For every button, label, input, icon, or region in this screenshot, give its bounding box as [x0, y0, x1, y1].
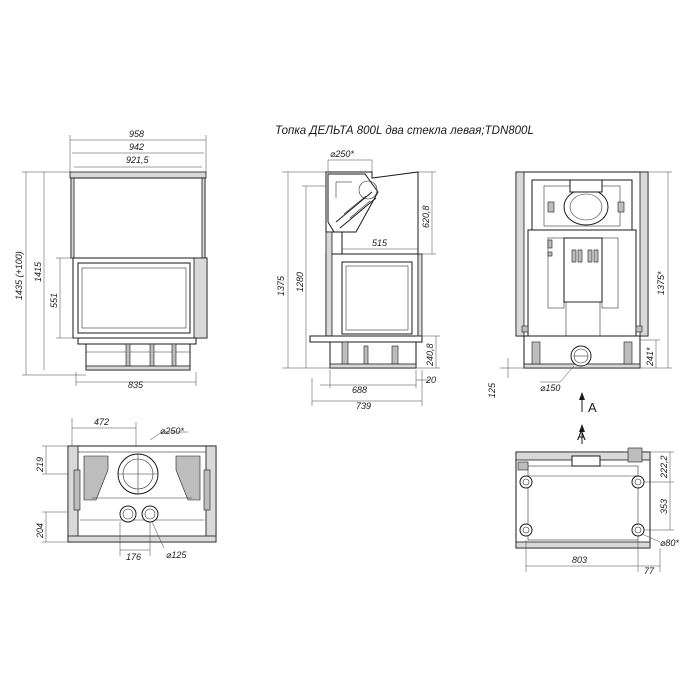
bottom-foot-diameter: ⌀80*: [660, 538, 679, 548]
back-left-rail: [515, 171, 525, 337]
side-glass-frame: [341, 261, 413, 335]
back-right-rail: [639, 171, 649, 337]
back-center-panel: [563, 237, 603, 303]
back-view: ⌀150 1375* 241* 125 A: [487, 171, 672, 415]
top-flue-diameter: ⌀250*: [160, 426, 184, 436]
side-view: ⌀250* 620,8 515: [276, 149, 440, 411]
side-front-edge: [417, 253, 423, 339]
back-height: 1375*: [656, 271, 666, 295]
top-arrow-label: A: [577, 428, 586, 443]
front-base-plate: [77, 337, 197, 345]
side-flue-diameter: ⌀250*: [330, 149, 354, 159]
bottom-foot-2: [631, 475, 645, 489]
front-height-total: 1435 (+100): [14, 251, 24, 300]
front-hood-top: [69, 171, 207, 179]
top-pipe-diameter: ⌀125: [166, 550, 187, 560]
back-intake-diameter: ⌀150: [540, 383, 560, 393]
top-pipe-right: [141, 505, 159, 523]
front-width-inner: 921,5: [126, 155, 150, 165]
front-glass-frame: [77, 262, 191, 334]
bottom-height-b: 353: [659, 499, 669, 514]
top-arrow-up-icon: [579, 424, 585, 432]
back-bottom-offset: 125: [487, 382, 497, 398]
side-glass: [345, 265, 409, 331]
bottom-foot-3: [519, 523, 533, 537]
front-hood-right-edge: [201, 177, 206, 259]
front-base-bottom: [85, 365, 191, 371]
back-leg: 241*: [645, 347, 655, 367]
side-height-body: 1280: [295, 272, 305, 292]
front-hood-left-edge: [70, 177, 75, 259]
side-damper: [358, 180, 378, 200]
bottom-width: 803: [572, 555, 587, 565]
bottom-view: 222,2 353 ⌀80* 803 77: [515, 447, 679, 576]
front-side-panel: [193, 257, 208, 339]
side-back-wall: [325, 231, 333, 339]
top-depth-back: 204: [35, 523, 45, 539]
back-arrow-up-icon: [579, 392, 585, 400]
side-depth-total: 739: [356, 401, 371, 411]
side-glass-depth: 515: [372, 238, 388, 248]
front-hood: [70, 177, 206, 259]
top-pipe-spacing: 176: [126, 552, 141, 562]
top-view: 472 ⌀250* 219 204: [35, 417, 586, 562]
front-width-dimensions: 958 942 921,5: [69, 129, 207, 172]
drawing-title: Топка ДЕЛЬТА 800L два стекла левая;TDN80…: [275, 125, 534, 137]
front-width-mid: 942: [129, 142, 144, 152]
front-view: 958 942 921,5 835 1435 (+: [14, 129, 208, 390]
bottom-foot-1: [519, 475, 533, 489]
top-right-baffle: [175, 455, 201, 501]
bottom-flue-stub: [571, 455, 601, 467]
side-leg-offset: 20: [425, 375, 436, 385]
top-pipe-left: [119, 505, 137, 523]
side-hood-height: 620,8: [421, 205, 431, 228]
bottom-height-a: 222,2: [659, 455, 669, 479]
top-depth-front: 219: [35, 457, 45, 473]
front-glass: [81, 267, 187, 329]
bottom-offset: 77: [644, 566, 655, 576]
front-height-glass: 551: [49, 293, 59, 308]
side-base-plate: [309, 335, 423, 343]
back-flue-collar: [563, 188, 609, 226]
front-width-bottom: 835: [128, 380, 144, 390]
back-flue-top: [569, 179, 603, 193]
side-leg-height: 240,8: [425, 343, 435, 367]
back-arrow-label: A: [588, 400, 597, 415]
side-flue-chamber: [327, 173, 379, 233]
front-height-body: 1415: [33, 261, 43, 282]
top-left-baffle: [83, 455, 109, 501]
top-front-wall: [67, 535, 217, 543]
side-height-total: 1375: [276, 275, 286, 296]
side-base-bottom: [329, 363, 417, 369]
front-width-outer: 958: [129, 129, 144, 139]
top-width-to-flue: 472: [94, 417, 109, 427]
side-depth-body: 688: [352, 385, 367, 395]
bottom-body: [515, 451, 651, 549]
